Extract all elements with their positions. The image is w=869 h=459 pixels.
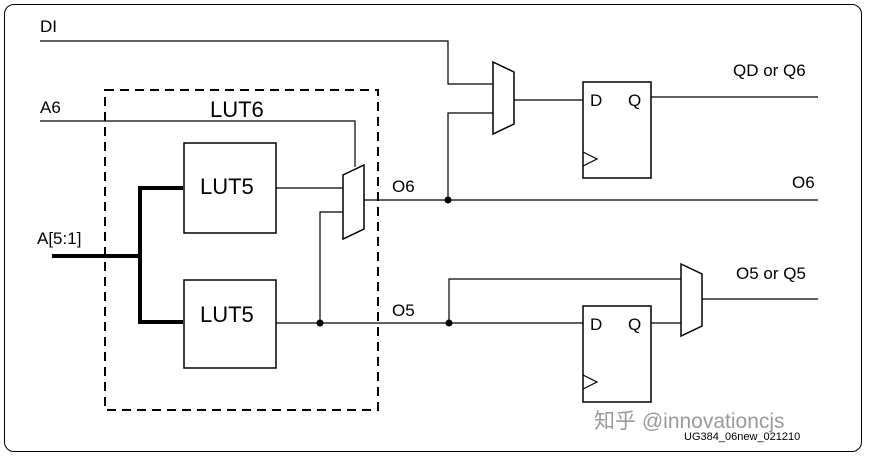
lut6-mux	[342, 163, 365, 241]
o6-to-top-mux	[447, 112, 493, 200]
bottom-flipflop	[582, 305, 652, 403]
top-ff-clock-icon	[582, 151, 599, 167]
o6-output-label: O6	[792, 173, 815, 192]
bottom-ff-clock-icon	[582, 374, 599, 390]
top-flipflop	[582, 81, 652, 179]
a6-wire	[40, 120, 356, 167]
o6-internal-label: O6	[392, 177, 415, 196]
lut6-boundary	[104, 89, 379, 411]
figure-frame	[4, 4, 862, 452]
top-ff-q-pin: Q	[628, 91, 641, 110]
lut5-bottom-label: LUT5	[200, 302, 254, 327]
o5-internal-label: O5	[392, 301, 415, 320]
lut5-top-label: LUT5	[200, 174, 254, 199]
o5-junction	[445, 319, 453, 327]
di-label: DI	[40, 17, 57, 36]
lut5-top-box	[183, 142, 277, 234]
top-ff-d-pin: D	[590, 91, 602, 110]
bottom-ff-q-pin: Q	[628, 315, 641, 334]
lut6-title: LUT6	[210, 97, 264, 122]
lut5-bottom-box	[183, 279, 277, 369]
bottom-output-mux	[680, 262, 703, 338]
watermark: 知乎 @innovationcjs	[594, 410, 785, 433]
di-wire	[40, 40, 493, 85]
o6-junction	[444, 196, 452, 204]
qd-q6-output-label: QD or Q6	[733, 61, 806, 80]
o5-junction-lut	[316, 319, 324, 327]
a51-label: A[5:1]	[37, 229, 81, 248]
o5-to-bottom-mux	[448, 278, 681, 323]
top-output-mux	[492, 60, 515, 136]
o5-to-lut6-mux	[319, 211, 343, 323]
o5-q5-output-label: O5 or Q5	[736, 264, 806, 283]
a51-bus-branch	[138, 186, 183, 324]
bottom-ff-d-pin: D	[590, 315, 602, 334]
figure-id: UG384_06new_021210	[684, 431, 800, 443]
a6-label: A6	[40, 98, 61, 117]
